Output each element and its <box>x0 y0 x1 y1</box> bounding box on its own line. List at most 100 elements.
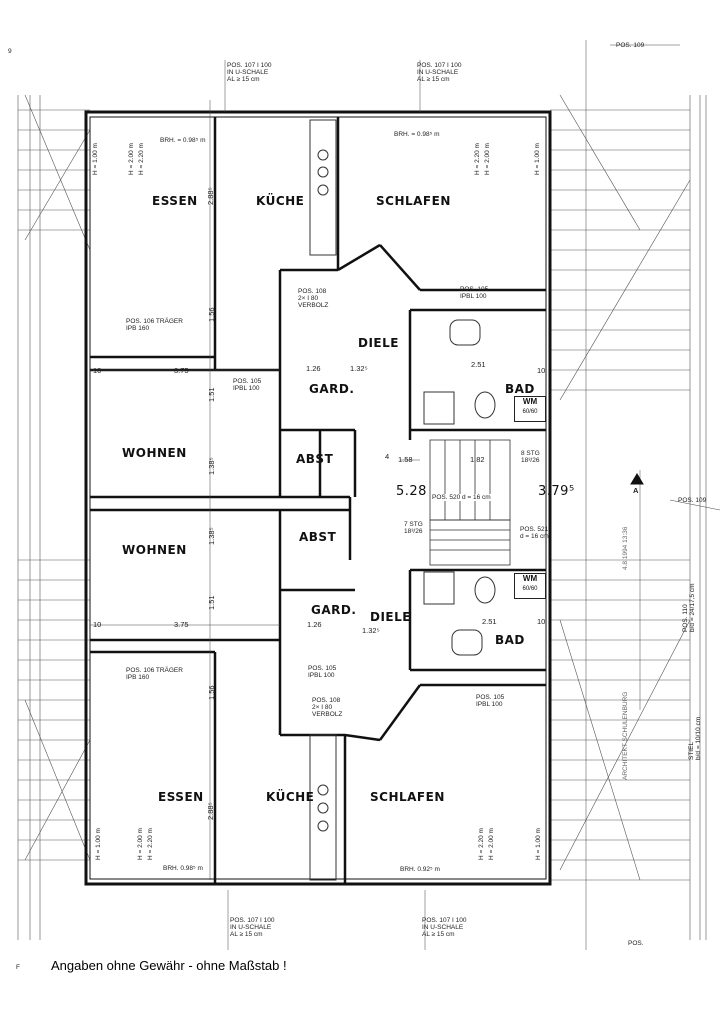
room-label-bad-top: BAD <box>505 382 535 396</box>
pos-note-108-bottom: POS. 108 2× I 80 VERBOLZ <box>312 697 342 718</box>
dim-10-d: 10 <box>537 617 546 626</box>
height-br-200: H = 2.00 m <box>488 828 495 860</box>
height-tl-200: H = 2.00 m <box>128 143 135 175</box>
interior-walls <box>90 117 546 884</box>
roof-hatching-right <box>550 94 707 940</box>
room-label-schlafen-top: SCHLAFEN <box>376 194 451 208</box>
dim-138-top: 1.38⁵ <box>207 457 216 475</box>
pos-note-line: AL ≥ 15 cm <box>417 76 450 83</box>
pos-note-line: STIEL <box>688 741 695 760</box>
brh-top-left: BRH. = 0.98⁵ m <box>160 137 206 144</box>
wm-box-top: WM 60/60 <box>514 396 546 422</box>
stair-note-line: 8 STG <box>521 450 540 457</box>
pos-note-line: IN U-SCHALE <box>417 69 459 76</box>
dim-158: 1.58 <box>398 455 413 464</box>
dim-10-a: 10 <box>93 366 102 375</box>
pos-note-109-right: POS. 109 <box>678 497 707 504</box>
wm-label-top: WM <box>522 397 538 406</box>
pos-note-stiel: STIEL b/d = 10/10 cm <box>688 717 702 760</box>
dim-251-top: 2.51 <box>471 360 486 369</box>
pos-note-bottom-left: POS. 107 I 100 IN U-SCHALE AL ≥ 15 cm <box>230 917 274 938</box>
dim-288-bottom: 2.88⁵ <box>206 802 215 820</box>
pos-note-traeger-bottom: POS. 106 TRÄGER IPB 160 <box>126 667 183 681</box>
pos-note-520: POS. 520 d = 16 cm <box>432 494 491 501</box>
pos-note-line: POS. 105 <box>476 694 505 701</box>
room-label-essen-top: ESSEN <box>152 194 198 208</box>
dim-379: 3.79⁵ <box>538 484 575 499</box>
roof-hatching-left <box>17 94 91 940</box>
brh-bottom-right: BRH. 0.92⁵ m <box>400 866 440 873</box>
height-tr-100: H = 1.00 m <box>534 143 541 175</box>
dim-151-bottom: 1.51 <box>207 595 216 610</box>
pos-note-line: POS. 107 I 100 <box>230 917 275 924</box>
pos-note-line: IPB 160 <box>126 325 150 332</box>
pos-note-line: POS. 107 I 100 <box>227 62 272 69</box>
room-label-kueche-bottom: KÜCHE <box>266 790 315 804</box>
pos-note-line: POS. 106 TRÄGER <box>126 667 183 674</box>
pos-note-line: b/d = 24/17,5 cm <box>689 583 696 632</box>
room-label-abst-bottom: ABST <box>299 530 337 544</box>
north-hint-mark: 4 <box>385 452 390 461</box>
height-bl-200: H = 2.00 m <box>137 828 144 860</box>
side-stamp-date: 4.8.1994 13:36 <box>622 526 629 570</box>
dim-126-bottom: 1.26 <box>307 620 322 629</box>
pos-note-line: POS. 110 <box>682 604 689 632</box>
dim-375-top: 3.75 <box>174 366 189 375</box>
dim-151-top: 1.51 <box>207 387 216 402</box>
room-label-diele-bottom: DIELE <box>370 610 411 624</box>
height-bl-220: H = 2.20 m <box>147 828 154 860</box>
dim-126-top: 1.26 <box>306 364 321 373</box>
dim-182: 1.82 <box>470 455 485 464</box>
pos-note-105-top-b: POS. 105 IPBL 100 <box>460 286 488 300</box>
pos-note-line: POS. 106 TRÄGER <box>126 318 183 325</box>
pos-note-line: 2× I 80 <box>298 295 319 302</box>
pos-note-line: VERBOLZ <box>312 711 343 718</box>
height-bl-100: H = 1.00 m <box>95 828 102 860</box>
section-mark-a: A <box>633 486 639 495</box>
wm-size-bottom: 60/60 <box>522 586 538 592</box>
height-br-220: H = 2.20 m <box>478 828 485 860</box>
pos-note-top-left: POS. 107 I 100 IN U-SCHALE AL ≥ 15 cm <box>227 62 271 83</box>
pos-note-bottom-right: POS. 107 I 100 IN U-SCHALE AL ≥ 15 cm <box>422 917 466 938</box>
dim-138-bottom: 1.38⁵ <box>207 527 216 545</box>
pos-note-line: IN U-SCHALE <box>230 924 272 931</box>
pos-note-line: POS. 108 <box>312 697 341 704</box>
dim-375-bottom: 3.75 <box>174 620 189 629</box>
height-br-100: H = 1.00 m <box>535 828 542 860</box>
corner-mark-bottom-left: F <box>16 964 20 971</box>
wm-box-bottom: WM 60/60 <box>514 573 546 599</box>
dim-251-bottom: 2.51 <box>482 617 497 626</box>
stair-note-line: 18³/26 <box>404 528 423 535</box>
pos-note-line: IN U-SCHALE <box>227 69 269 76</box>
pos-note-line: POS. 105 <box>233 378 262 385</box>
room-label-schlafen-bottom: SCHLAFEN <box>370 790 445 804</box>
pos-note-105-bottom-a: POS. 105 IPBL 100 <box>308 665 336 679</box>
pos-note-line: POS. 521 <box>520 526 549 533</box>
side-stamp-architect: ARCHITEKT SCHULENBURG <box>622 691 629 780</box>
pos-note-line: AL ≥ 15 cm <box>227 76 260 83</box>
pos-note-traeger-top: POS. 106 TRÄGER IPB 160 <box>126 318 183 332</box>
dim-288-top: 2.88⁵ <box>206 187 215 205</box>
dim-132-top: 1.32⁵ <box>350 364 368 373</box>
section-marker <box>630 473 644 485</box>
height-tr-220: H = 2.20 m <box>474 143 481 175</box>
pos-note-line: AL ≥ 15 cm <box>230 931 263 938</box>
dim-156-bottom: 1.56 <box>207 685 216 700</box>
brh-top-right: BRH. = 0.98⁵ m <box>394 131 440 138</box>
disclaimer-note: Angaben ohne Gewähr - ohne Maßstab ! <box>51 958 287 973</box>
pos-note-line: POS. 105 <box>460 286 489 293</box>
room-label-gard-bottom: GARD. <box>311 603 357 617</box>
dim-528: 5.28 <box>396 484 427 499</box>
room-label-wohnen-top: WOHNEN <box>122 446 187 460</box>
pos-note-line: IPB 160 <box>126 674 150 681</box>
wm-label-bottom: WM <box>522 574 538 583</box>
pos-note-line: IPBL 100 <box>308 672 335 679</box>
room-label-essen-bottom: ESSEN <box>158 790 204 804</box>
height-tl-100: H = 1.00 m <box>92 143 99 175</box>
stair-note-line: 7 STG <box>404 521 423 528</box>
pos-note-line: VERBOLZ <box>298 302 329 309</box>
room-label-gard-top: GARD. <box>309 382 355 396</box>
pos-note-line: IPBL 100 <box>476 701 503 708</box>
corner-mark-top-left: 9 <box>8 48 12 55</box>
